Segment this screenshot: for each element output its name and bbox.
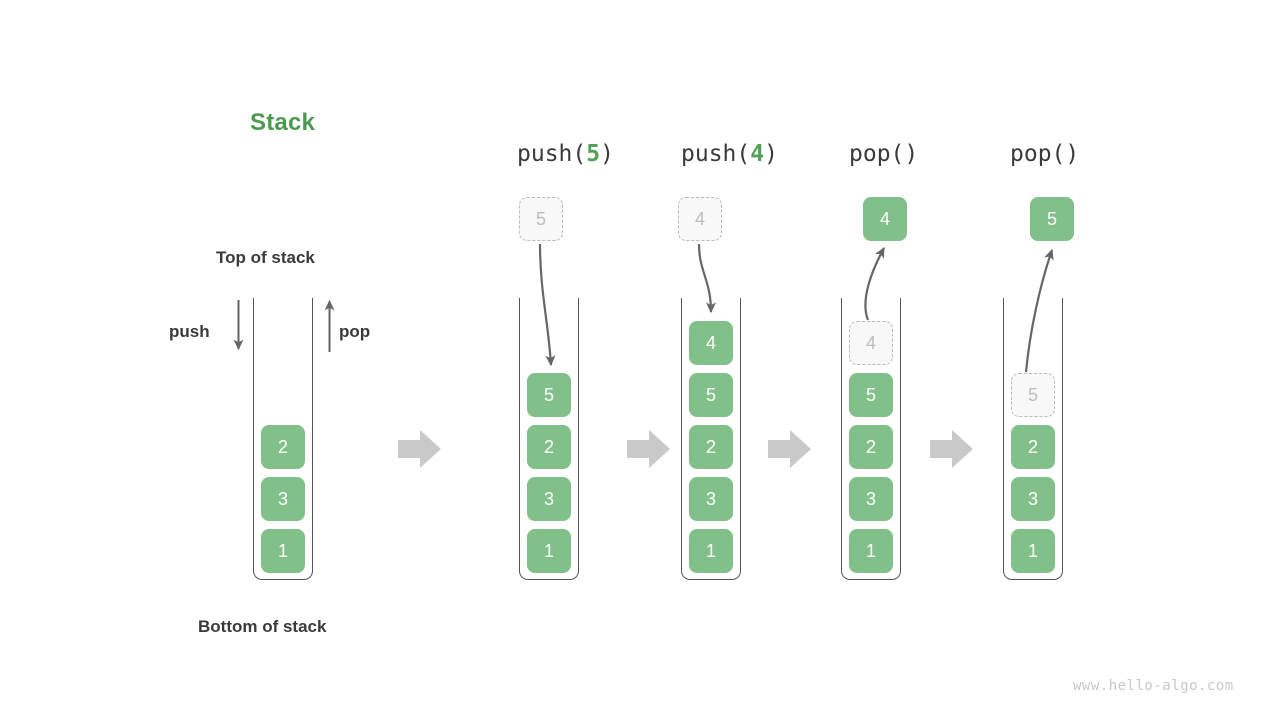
pop-4-cell-4: 1 (849, 529, 893, 573)
watermark: www.hello-algo.com (1073, 678, 1234, 694)
floating-cell-push-5: 5 (519, 197, 563, 241)
pop-5-cell-3: 1 (1011, 529, 1055, 573)
initial-cell-0: 2 (261, 425, 305, 469)
pop-5-cell-1: 2 (1011, 425, 1055, 469)
floating-cell-pop-4: 4 (863, 197, 907, 241)
pop-5-cell-0: 5 (1011, 373, 1055, 417)
push-5-cell-3: 1 (527, 529, 571, 573)
op-suffix: ) (764, 141, 778, 167)
transition-arrow-4 (930, 430, 973, 468)
op-label-pop-5: pop() (1010, 141, 1079, 167)
page-title: Stack (250, 109, 316, 136)
op-label-push-4: push(4) (681, 141, 778, 167)
stack-container-pop-5 (1003, 298, 1063, 580)
op-suffix: ) (904, 141, 919, 167)
floating-cell-push-4: 4 (678, 197, 722, 241)
push-4-cell-1: 5 (689, 373, 733, 417)
transition-arrow-1 (398, 430, 441, 468)
initial-stack-container (253, 298, 313, 580)
op-arg: 4 (750, 141, 765, 167)
op-prefix: push( (681, 141, 751, 167)
transition-arrow-2 (627, 430, 670, 468)
initial-cell-1: 3 (261, 477, 305, 521)
pop-label: pop (339, 322, 371, 341)
op-arg: 5 (586, 141, 601, 167)
push-4-cell-2: 2 (689, 425, 733, 469)
pop-4-cell-1: 5 (849, 373, 893, 417)
floating-cell-pop-5: 5 (1030, 197, 1074, 241)
op-suffix: ) (1065, 141, 1080, 167)
push-5-cell-0: 5 (527, 373, 571, 417)
push-label: push (169, 322, 210, 341)
top-of-stack-label: Top of stack (216, 248, 315, 267)
push-4-cell-3: 3 (689, 477, 733, 521)
op-prefix: pop( (1010, 141, 1066, 167)
op-suffix: ) (600, 141, 614, 167)
pop-5-cell-2: 3 (1011, 477, 1055, 521)
stack-container-pop-4 (841, 298, 901, 580)
pop-4-cell-2: 2 (849, 425, 893, 469)
stack-container-push-5 (519, 298, 579, 580)
push-4-cell-0: 4 (689, 321, 733, 365)
op-label-push-5: push(5) (517, 141, 614, 167)
op-prefix: pop( (849, 141, 905, 167)
transition-arrow-3 (768, 430, 811, 468)
op-label-pop-4: pop() (849, 141, 918, 167)
push-5-cell-1: 2 (527, 425, 571, 469)
initial-cell-2: 1 (261, 529, 305, 573)
stack-container-push-4 (681, 298, 741, 580)
push-4-cell-4: 1 (689, 529, 733, 573)
bottom-of-stack-label: Bottom of stack (198, 617, 327, 636)
pop-4-cell-3: 3 (849, 477, 893, 521)
pop-4-cell-0: 4 (849, 321, 893, 365)
op-prefix: push( (517, 141, 587, 167)
push-5-cell-2: 3 (527, 477, 571, 521)
